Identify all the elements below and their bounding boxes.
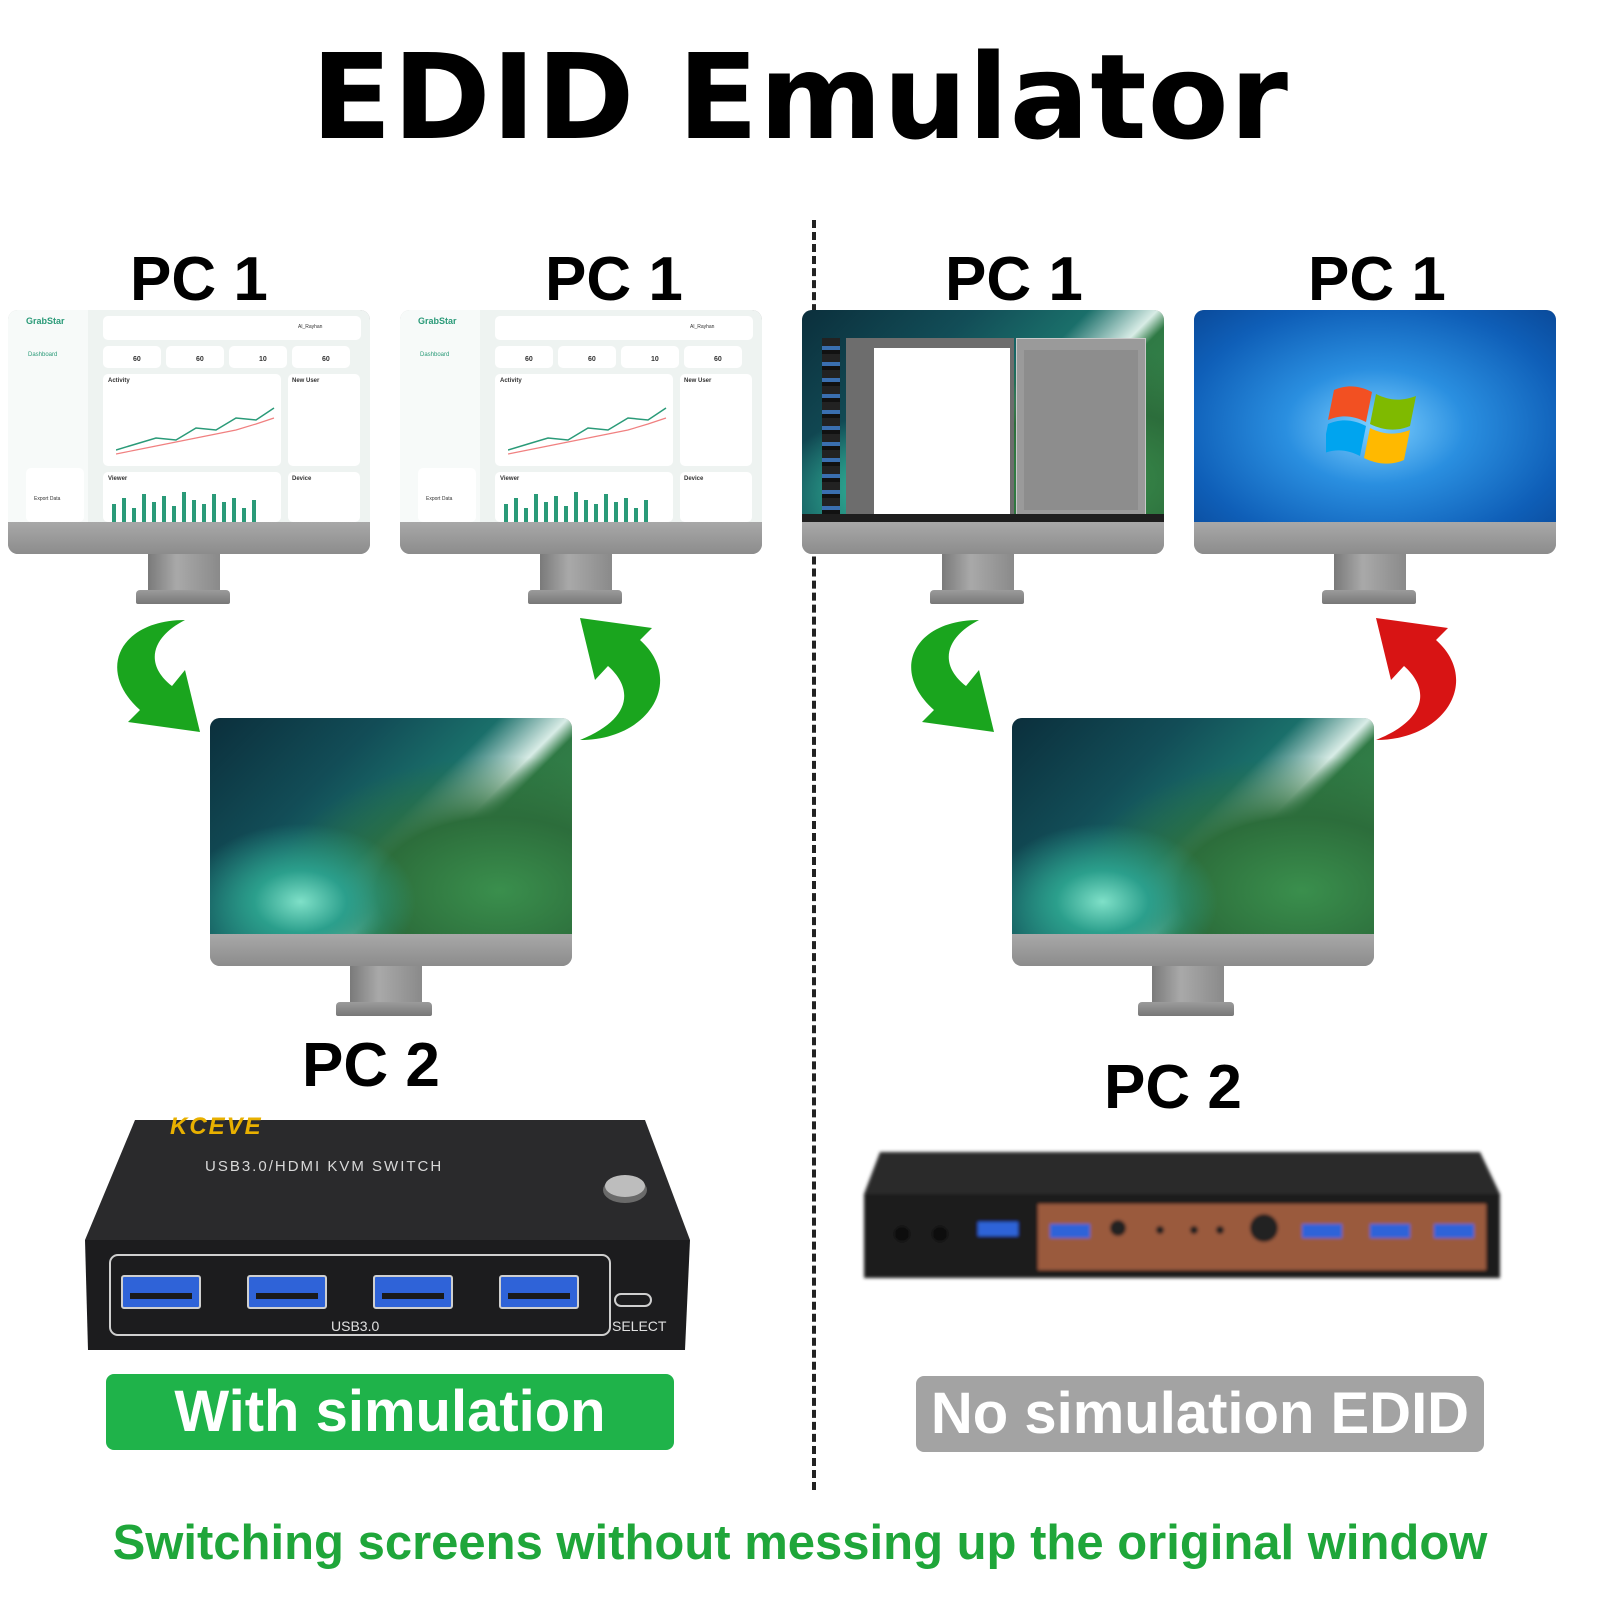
device-label: Device [684, 476, 704, 482]
stat-value: 60 [714, 356, 722, 363]
right-monitor-a [802, 310, 1164, 605]
dashboard-nav: Dashboard [28, 352, 58, 358]
right-arrow-down-green [911, 620, 994, 732]
page-title: EDID Emulator [311, 28, 1289, 166]
dashboard-screen: GrabStar Dashboard Al_Rayhan 60 60 10 60… [400, 310, 762, 522]
stat-value: 60 [588, 356, 596, 363]
stat-value: 10 [259, 356, 267, 363]
ocean-wallpaper [1012, 718, 1374, 934]
dashboard-brand: GrabStar [26, 316, 65, 326]
activity-label: Activity [108, 378, 130, 384]
no-edid-badge: No simulation EDID [916, 1376, 1484, 1452]
kvm-port-label: USB3.0 [327, 1318, 384, 1334]
stat-value: 60 [525, 356, 533, 363]
panel-divider [812, 220, 816, 1490]
right-pc1-label-a: PC 1 [945, 245, 1083, 314]
right-pc2-label: PC 2 [1104, 1053, 1242, 1122]
left-pc1-label-a: PC 1 [130, 245, 268, 314]
left-monitor-pc2 [210, 718, 572, 1018]
left-pc2-label: PC 2 [302, 1031, 440, 1100]
windows-desktop [1194, 310, 1556, 522]
left-monitor-a: GrabStar Dashboard Al_Rayhan 60 60 10 60… [8, 310, 370, 605]
stat-value: 60 [322, 356, 330, 363]
device-label: Device [292, 476, 312, 482]
messed-up-desktop [802, 310, 1164, 522]
viewer-bars [112, 492, 256, 522]
viewer-label: Viewer [500, 476, 520, 482]
kvm-select-label: SELECT [612, 1318, 667, 1334]
left-arrow-down-green [117, 620, 200, 732]
left-monitor-b: GrabStar Dashboard Al_Rayhan 60 60 10 60… [400, 310, 762, 605]
dashboard-nav: Dashboard [420, 352, 450, 358]
activity-chart [116, 407, 275, 455]
kvm-brand-logo: KCEVE [170, 1113, 263, 1140]
stat-value: 60 [133, 356, 141, 363]
right-arrow-up-red [1376, 618, 1457, 740]
activity-label: Activity [500, 378, 522, 384]
kvm-model-text: USB3.0/HDMI KVM SWITCH [205, 1158, 444, 1175]
ocean-wallpaper [210, 718, 572, 934]
with-edid-badge: With simulation EDID [106, 1374, 674, 1520]
dashboard-user: Al_Rayhan [298, 324, 323, 330]
generic-switch-device [864, 1152, 1500, 1278]
dashboard-screen: GrabStar Dashboard Al_Rayhan 60 60 10 60… [8, 310, 370, 522]
right-pc1-label-b: PC 1 [1308, 245, 1446, 314]
windows-logo-icon [1326, 386, 1416, 464]
dashboard-user: Al_Rayhan [690, 324, 715, 330]
dashboard-brand: GrabStar [418, 316, 457, 326]
left-pc1-label-b: PC 1 [545, 245, 683, 314]
export-label: Export Data [34, 496, 61, 502]
activity-chart [508, 407, 667, 455]
new-user-label: New User [292, 378, 320, 384]
export-label: Export Data [426, 496, 453, 502]
right-monitor-pc2 [1012, 718, 1374, 1018]
viewer-bars [504, 492, 648, 522]
stat-value: 10 [651, 356, 659, 363]
new-user-label: New User [684, 378, 712, 384]
viewer-label: Viewer [108, 476, 128, 482]
left-arrow-up-green [580, 618, 661, 740]
stat-value: 60 [196, 356, 204, 363]
footer-caption: Switching screens without messing up the… [112, 1516, 1488, 1570]
kvm-switch-device [85, 1120, 690, 1350]
right-monitor-b [1194, 310, 1556, 605]
